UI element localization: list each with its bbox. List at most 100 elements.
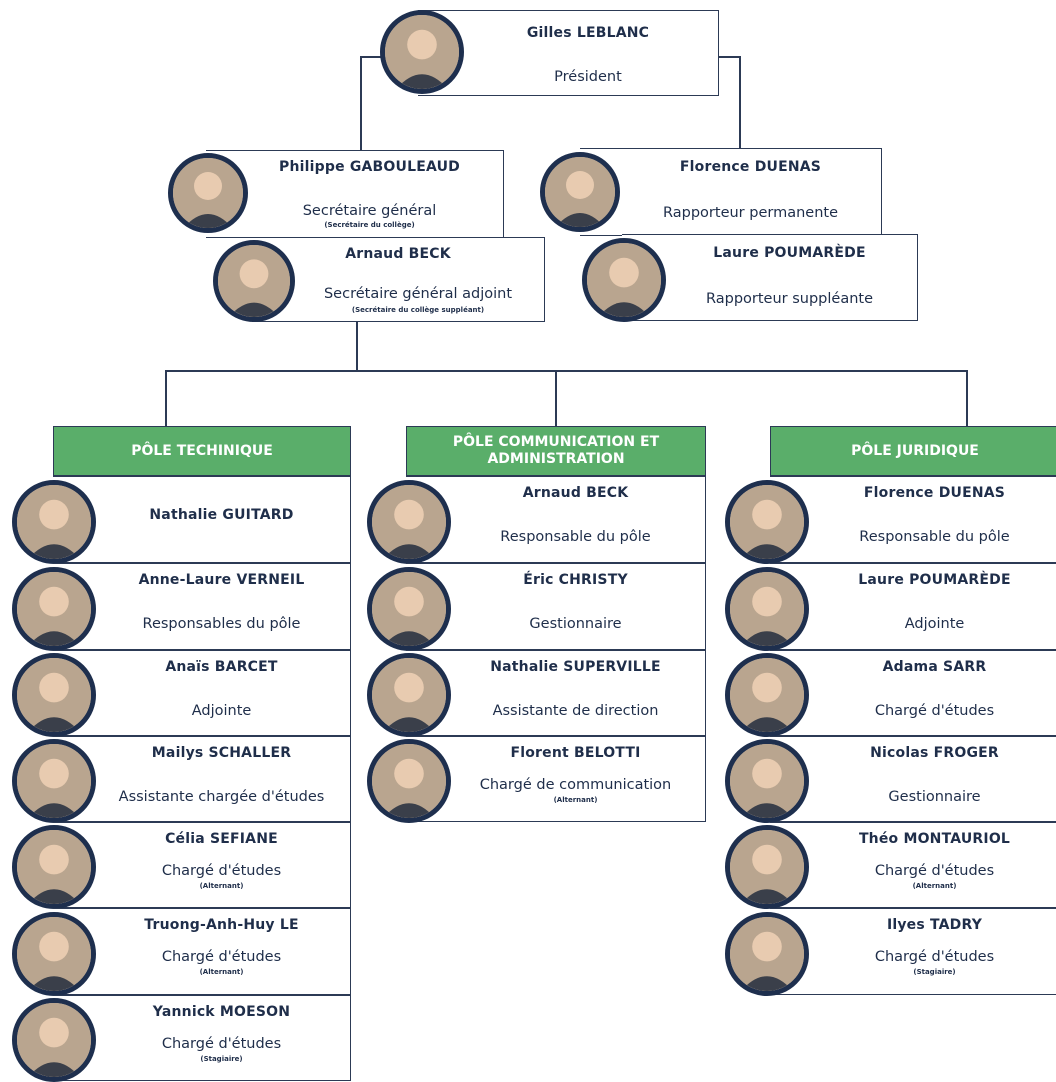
person-photo-icon [725,479,809,564]
connector-line [360,56,362,152]
person-photo-icon [367,653,451,737]
person-photo-icon [12,653,96,737]
person-name: Célia SEFIANE [165,831,278,847]
member-card: Nathalie GUITARD [53,476,351,563]
person-note: (Alternant) [199,882,244,890]
person-photo-icon [367,566,451,651]
person-photo-icon [367,739,451,823]
person-role: Responsable du pôle [859,529,1010,545]
president-card: Gilles LEBLANC Président [418,10,719,96]
person-name: Arnaud BECK [522,485,629,501]
pole-header-communication: PÔLE COMMUNICATION ET ADMINISTRATION [406,426,706,476]
pole-header-juridique: PÔLE JURIDIQUE [770,426,1056,476]
person-name: Nicolas FROGER [870,745,999,761]
connector-line [718,56,740,58]
person-role: Gestionnaire [888,789,981,805]
person-name: Nathalie SUPERVILLE [490,659,661,675]
person-photo-icon [367,479,451,564]
connector-line [739,56,741,150]
connector-line [360,56,384,58]
person-photo-icon [725,653,809,737]
rapporteur-photo [540,152,620,232]
person-photo-icon [12,739,96,823]
person-role: Chargé d'études [161,1036,282,1052]
deputy-secretary-card: Arnaud BECK Secrétaire général adjoint (… [252,237,545,322]
person-note: (Alternant) [912,882,957,890]
person-name: Gilles LEBLANC [526,25,650,41]
member-card: Nathalie SUPERVILLE Assistante de directi… [406,650,706,736]
connector-line [555,370,557,428]
president-photo [380,10,464,94]
person-note: (Stagiaire) [913,968,956,976]
person-name: Florence DUENAS [679,159,822,175]
person-name: Éric CHRISTY [523,572,628,588]
person-role: Assistante de direction [492,703,659,719]
person-photo-icon [725,911,809,996]
person-role: Responsable du pôle [500,529,651,545]
person-role: Président [554,69,622,85]
connector-line [165,370,167,428]
rapporteur-deputy-card: Laure POUMARÈDE Rapporteur suppléante [622,234,918,321]
person-name: Ilyes TADRY [886,917,983,933]
secretary-card: Philippe GABOULEAUD Secrétaire général (… [206,150,504,238]
person-role: Rapporteur permanente [663,205,838,221]
person-role: Chargé d'études [874,949,995,965]
person-photo-icon [725,566,809,651]
member-card: Nicolas FROGER Gestionnaire [770,736,1056,822]
person-name: Yannick MOESON [152,1004,291,1020]
member-card: Yannick MOESON Chargé d'études (Stagiaire) [53,995,351,1081]
person-name: Anne-Laure VERNEIL [138,572,305,588]
person-photo-icon [12,911,96,996]
rapporteur-card: Florence DUENAS Rapporteur permanente [580,148,882,236]
person-role: Secrétaire général [302,203,437,219]
person-role: Chargé d'études [161,863,282,879]
person-note: (Secrétaire du collège) [324,221,415,229]
member-card: Ilyes TADRY Chargé d'études (Stagiaire) [770,908,1056,995]
secretary-photo [168,153,248,233]
person-name: Laure POUMARÈDE [858,572,1011,588]
member-card: Célia SEFIANE Chargé d'études (Alternant) [53,822,351,908]
person-role: Secrétaire général adjoint [323,286,513,302]
person-role: Adjointe [191,703,252,719]
person-name: Florence DUENAS [863,485,1006,501]
person-role: Responsables du pôle [142,616,301,632]
member-card: Anne-Laure VERNEIL Responsables du pôle [53,563,351,650]
person-note: (Secrétaire du collège suppléant) [351,306,485,314]
person-role: Chargé de communication [479,777,672,793]
member-card: Florence DUENAS Responsable du pôle [770,476,1056,563]
person-role: Assistante chargée d'études [118,789,325,805]
rapporteur-deputy-photo [582,238,666,322]
member-card: Florent BELOTTI Chargé de communication (A… [406,736,706,822]
person-role: Adjointe [904,616,965,632]
person-photo-icon [12,479,96,564]
person-name: Truong-Anh-Huy LE [144,917,299,933]
member-card: Laure POUMARÈDE Adjointe [770,563,1056,650]
person-name: Philippe GABOULEAUD [279,159,460,175]
person-role: Gestionnaire [529,616,622,632]
pole-header-technique: PÔLE TECHINIQUE [53,426,351,476]
person-name: Laure POUMARÈDE [713,245,866,261]
member-card: Éric CHRISTY Gestionnaire [406,563,706,650]
person-role: Rapporteur suppléante [705,291,874,307]
person-photo-icon [12,825,96,909]
person-name: Arnaud BECK [345,246,451,262]
person-role: Chargé d'études [874,703,995,719]
person-note: (Stagiaire) [200,1055,243,1063]
person-name: Théo MONTAURIOL [858,831,1011,847]
member-card: Truong-Anh-Huy LE Chargé d'études (Alterna… [53,908,351,995]
connector-line [165,370,968,372]
person-note: (Alternant) [199,968,244,976]
deputy-secretary-photo [213,240,295,322]
member-card: Arnaud BECK Responsable du pôle [406,476,706,563]
person-note: (Alternant) [553,796,598,804]
person-role: Chargé d'études [161,949,282,965]
person-photo-icon [725,739,809,823]
person-name: Adama SARR [882,659,987,675]
member-card: Mailys SCHALLER Assistante chargée d'étud… [53,736,351,822]
connector-line [966,370,968,428]
person-photo-icon [725,825,809,909]
person-name: Nathalie GUITARD [149,507,294,523]
person-name: Florent BELOTTI [510,745,641,761]
person-name: Mailys SCHALLER [151,745,292,761]
